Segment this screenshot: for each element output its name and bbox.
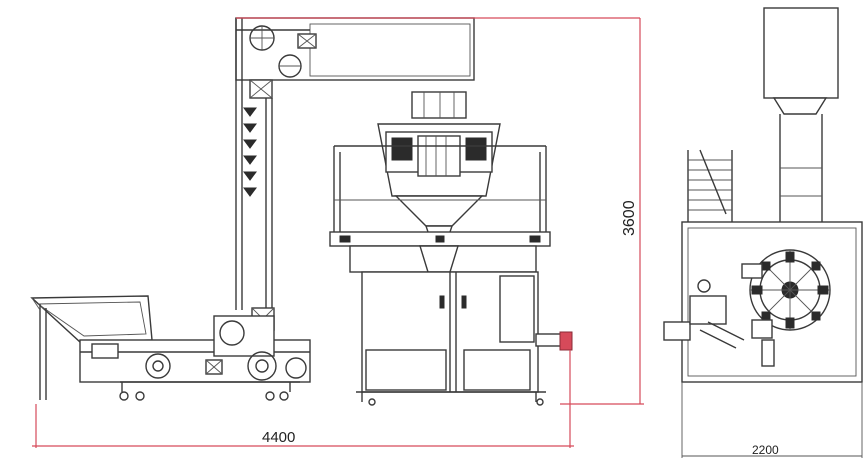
rotary-packer [741,249,831,339]
weigher-platform [329,145,551,247]
side-width-dimension-label: 2200 [752,443,779,457]
base-conveyor [79,315,311,401]
multihead-weigher [377,91,501,245]
elevator-head [235,17,475,99]
side-view: 2200 [663,7,863,458]
width-dimension-line [32,350,574,448]
side-width-dimension-line [681,382,863,458]
height-dimension-label: 3600 [621,200,638,236]
packaging-machine [349,245,573,406]
discharge-conveyor [663,279,775,367]
front-view: 4400 3600 [30,17,644,448]
side-elevator [763,7,839,222]
height-dimension-line [236,17,644,405]
side-stairs [687,149,733,222]
width-dimension-label: 4400 [262,429,295,446]
